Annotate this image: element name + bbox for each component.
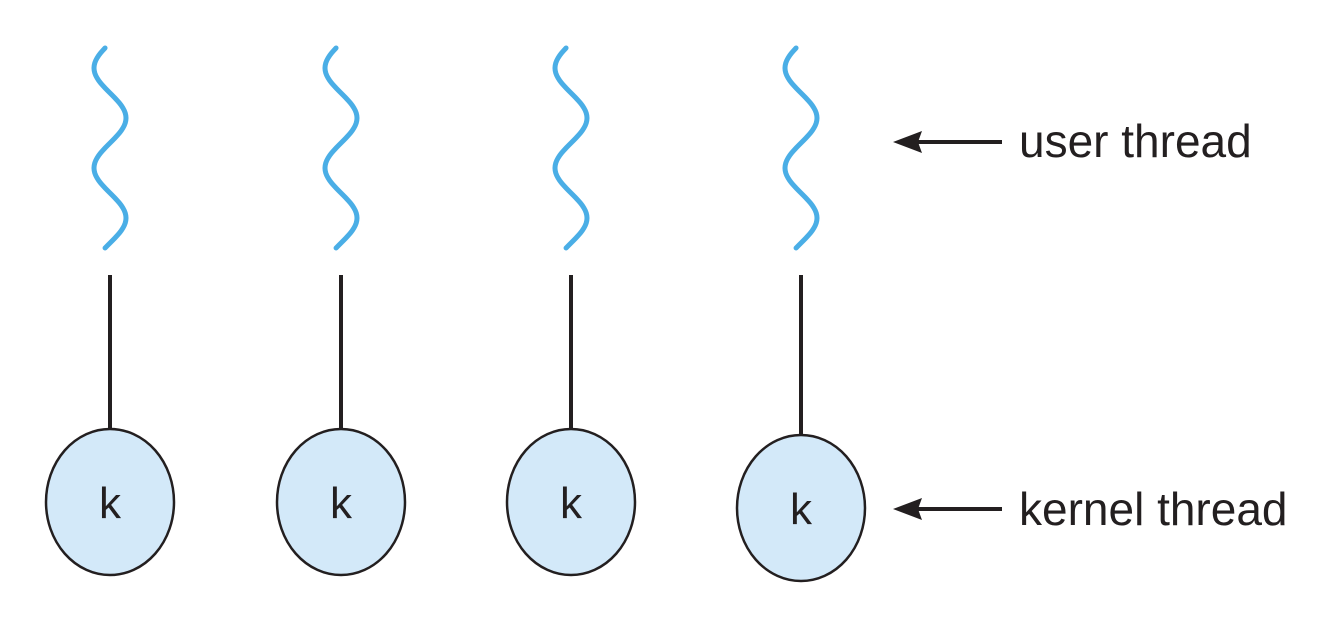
kernel-thread-letter: k: [99, 479, 122, 528]
user-thread-squiggle: [552, 45, 590, 251]
kernel-thread-circle: [505, 427, 637, 577]
kernel-thread-circle: [735, 433, 867, 583]
user-thread-squiggle: [91, 45, 129, 251]
kernel-thread-letter: k: [790, 485, 813, 534]
user-thread-squiggle: [322, 45, 360, 251]
user-thread-annotation: user thread: [893, 115, 1252, 167]
kernel-thread-annotation: kernel thread: [893, 483, 1288, 535]
user-thread-label: user thread: [1019, 115, 1252, 167]
kernel-thread-label: kernel thread: [1019, 483, 1288, 535]
kernel-thread-letter: k: [330, 479, 353, 528]
kernel-thread-circle: [275, 427, 407, 577]
user-thread-squiggle: [782, 45, 820, 251]
kernel-thread-letter: k: [560, 479, 583, 528]
thread-pair-1: k: [44, 45, 176, 577]
thread-pair-2: k: [275, 45, 407, 577]
thread-pair-4: k: [735, 45, 867, 583]
kernel-thread-circle: [44, 427, 176, 577]
thread-pair-3: k: [505, 45, 637, 577]
kernel-thread-arrow-head: [893, 498, 922, 520]
user-thread-arrow-head: [893, 131, 922, 153]
